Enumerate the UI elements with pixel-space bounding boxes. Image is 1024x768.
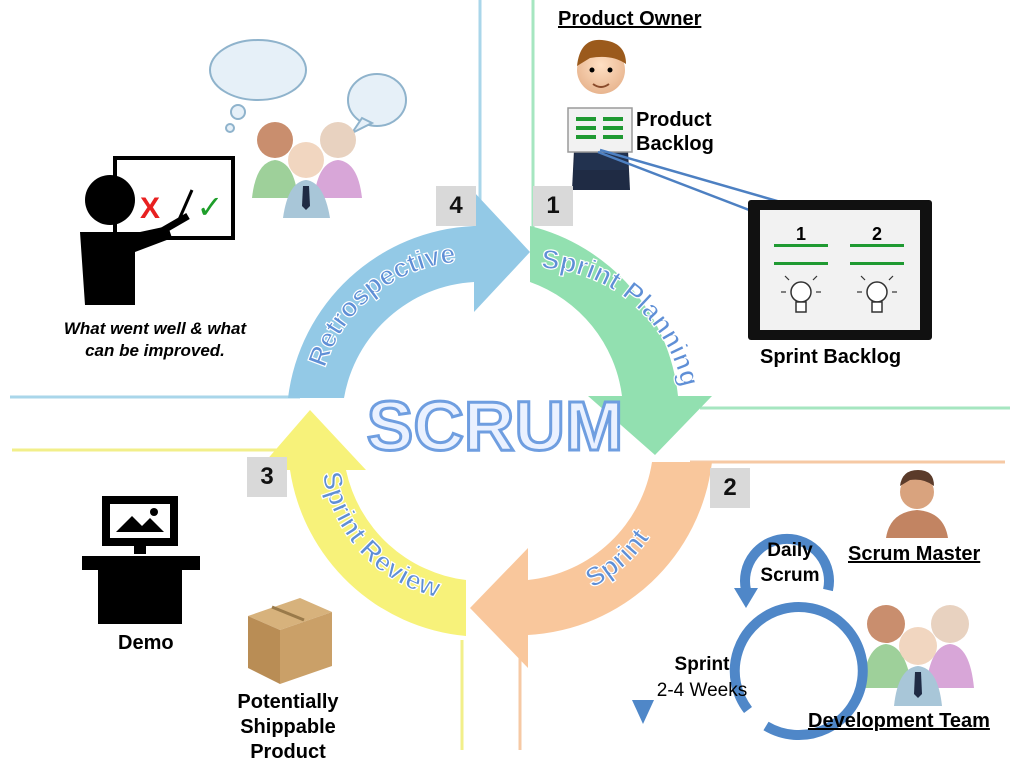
arrow-sprint-review <box>258 410 466 636</box>
scrum-master-icon <box>886 470 948 538</box>
phase-number-1: 1 <box>533 186 573 226</box>
sprint-duration-line1: Sprint <box>674 654 730 675</box>
scrum-title: SCRUM <box>367 387 624 465</box>
phase-number-4: 4 <box>436 186 476 226</box>
sprint-backlog-label: Sprint Backlog <box>760 346 902 368</box>
quadrant-lines <box>10 0 1010 750</box>
development-team-icon <box>862 605 974 706</box>
lightbulb-rays <box>781 275 897 293</box>
slash-mark <box>176 189 194 223</box>
shippable-product-line1: Potentially <box>237 691 339 713</box>
daily-scrum-line1: Daily <box>767 540 813 561</box>
demo-label: Demo <box>118 632 174 654</box>
sprint-duration-label: Sprint 2-4 Weeks <box>642 652 762 704</box>
lightbulb-icon <box>790 281 888 313</box>
thought-bubble-icon <box>209 39 307 133</box>
shippable-product-line2: Shippable <box>240 716 336 738</box>
arrow-retrospective <box>288 192 530 398</box>
product-backlog-label: Product Backlog <box>636 108 714 156</box>
daily-scrum-label: Daily Scrum <box>738 538 842 588</box>
sprint-backlog-item-2: 2 <box>872 224 882 244</box>
sprint-cycle-arrowhead <box>632 700 654 724</box>
arrow-sprint-planning <box>530 226 712 455</box>
development-team-label: Development Team <box>808 710 990 732</box>
phase-number-2: 2 <box>710 468 750 508</box>
daily-scrum-line2: Scrum <box>760 565 820 586</box>
daily-scrum-arrowhead <box>734 588 758 608</box>
cycle-arrows <box>258 192 712 668</box>
product-backlog-line1: Product <box>636 109 712 131</box>
teacher-icon <box>80 156 235 305</box>
computer-desk-icon <box>82 496 200 624</box>
sprint-backlog-item-1: 1 <box>796 224 806 244</box>
scrum-master-label: Scrum Master <box>848 543 981 565</box>
retrospective-caption-line2: can be improved. <box>85 341 225 360</box>
product-backlog-line2: Backlog <box>636 133 714 155</box>
arrow-sprint <box>470 462 712 668</box>
shippable-product-line3: Product <box>250 741 326 763</box>
cross-mark: X <box>140 192 160 225</box>
check-mark: ✓ <box>197 188 224 226</box>
speech-bubble-icon <box>347 73 407 136</box>
retrospective-caption: What went well & what can be improved. <box>30 318 280 362</box>
phase-number-3: 3 <box>247 457 287 497</box>
team-icon <box>252 122 362 218</box>
box-icon <box>248 598 332 684</box>
sprint-backlog-board <box>748 200 932 340</box>
shippable-product-label: Potentially Shippable Product <box>218 690 358 765</box>
cycle-arrow-icon <box>729 533 868 741</box>
sprint-duration-line2: 2-4 Weeks <box>656 680 748 701</box>
retrospective-caption-line1: What went well & what <box>63 319 247 338</box>
product-owner-label: Product Owner <box>558 8 702 30</box>
product-owner-icon <box>567 39 633 190</box>
